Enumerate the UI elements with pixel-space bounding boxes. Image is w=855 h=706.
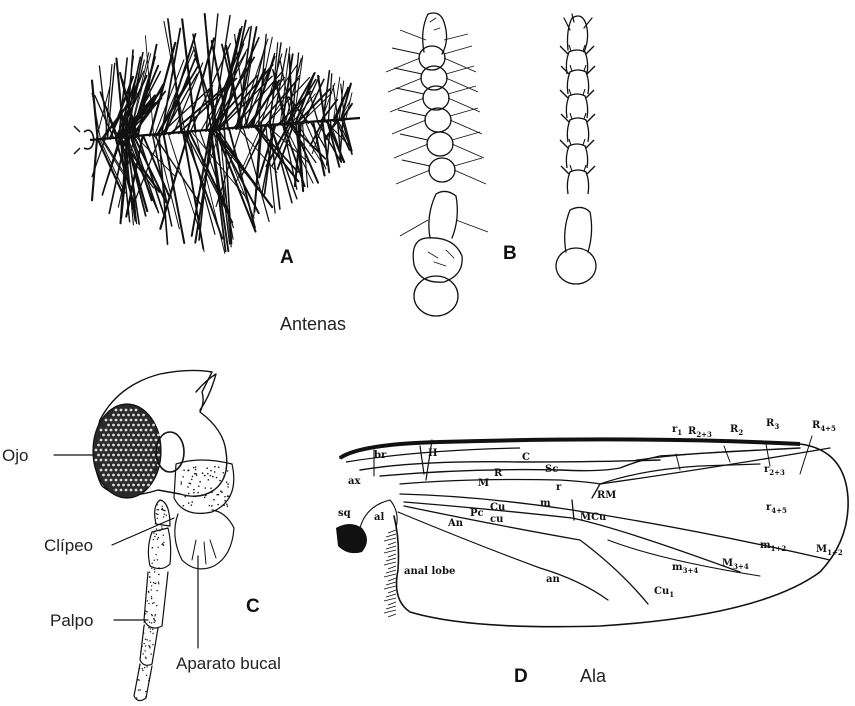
caption-antennae: Antenas bbox=[280, 314, 346, 334]
wing-label-cu1: Cu1 bbox=[654, 586, 674, 599]
wing-label-r45-cell: r4+5 bbox=[766, 502, 787, 515]
wing-label-al: al bbox=[374, 512, 384, 523]
wing-label-an-vein: An bbox=[447, 518, 464, 529]
wing-label-anal-lobe: anal lobe bbox=[404, 566, 455, 577]
wing-label-sc: Sc bbox=[545, 464, 558, 475]
label-clypeus: Clípeo bbox=[44, 536, 93, 555]
wing-label-m-vein: M bbox=[478, 478, 489, 489]
wing-label-h: H bbox=[428, 448, 437, 459]
wing-label-pc: Pc bbox=[470, 508, 484, 519]
plumose-antenna-drawing bbox=[74, 14, 360, 253]
panel-letter-a: A bbox=[280, 247, 294, 268]
wing-label-c: C bbox=[522, 452, 530, 463]
wing-label-r3: R3 bbox=[766, 418, 779, 431]
wing-label-r23: R2+3 bbox=[688, 426, 712, 439]
label-eye: Ojo bbox=[2, 446, 28, 465]
wing-label-r-vein: R bbox=[494, 468, 503, 479]
panel-letter-c: C bbox=[246, 596, 260, 617]
wing-label-m34: M3+4 bbox=[722, 558, 749, 571]
wing-label-r2: R2 bbox=[730, 424, 743, 437]
label-mouthparts: Aparato bucal bbox=[176, 654, 281, 673]
label-palp: Palpo bbox=[50, 611, 93, 630]
panel-letter-d: D bbox=[514, 666, 528, 687]
panel-letter-b: B bbox=[503, 243, 517, 264]
wing-label-m-cell: m bbox=[540, 498, 551, 509]
leader-clypeus bbox=[112, 518, 174, 545]
wing-label-cu-vein: Cu bbox=[490, 502, 505, 513]
wing-label-an-cell: an bbox=[546, 574, 560, 585]
wing-label-ax: ax bbox=[348, 476, 361, 487]
wing-label-m12-cell: m1+2 bbox=[760, 540, 786, 553]
wing-label-cu-cell: cu bbox=[490, 514, 503, 525]
wing-label-r1: r1 bbox=[672, 424, 682, 437]
wing-label-rm: RM bbox=[597, 490, 616, 501]
wing-label-br: br bbox=[374, 450, 387, 461]
wing-label-mcu: MCu bbox=[580, 512, 606, 523]
wing-label-r45: R4+5 bbox=[812, 420, 836, 433]
second-antenna-drawing bbox=[556, 14, 596, 284]
caption-wing: Ala bbox=[580, 666, 607, 686]
wing-label-r-cell: r bbox=[556, 482, 562, 493]
wing-label-sq: sq bbox=[338, 508, 351, 519]
wing-label-r23-cell: r2+3 bbox=[764, 464, 785, 477]
wing-drawing bbox=[336, 436, 848, 627]
pilose-antenna-drawing bbox=[386, 13, 488, 316]
head-drawing bbox=[93, 370, 234, 700]
